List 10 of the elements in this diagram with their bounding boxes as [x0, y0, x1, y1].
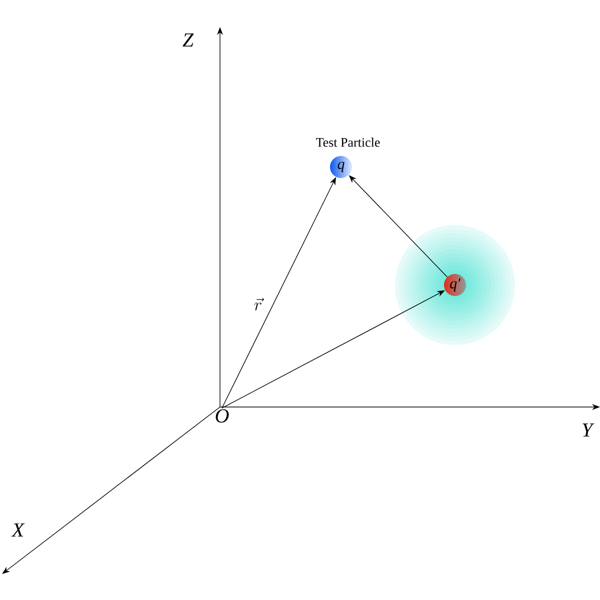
- charged-particle: q′: [444, 274, 466, 296]
- particle-caption: Test Particle: [316, 138, 380, 147]
- axis-label: Z: [182, 33, 194, 47]
- axis-label: Y: [582, 423, 594, 437]
- node-label: q′: [450, 278, 461, 292]
- node-label: q: [338, 162, 344, 172]
- charged-particle: q: [330, 156, 352, 178]
- axis-label: X: [11, 523, 25, 537]
- edge-label: $\vec{r}$: [253, 296, 264, 312]
- origin-label: O: [216, 409, 229, 423]
